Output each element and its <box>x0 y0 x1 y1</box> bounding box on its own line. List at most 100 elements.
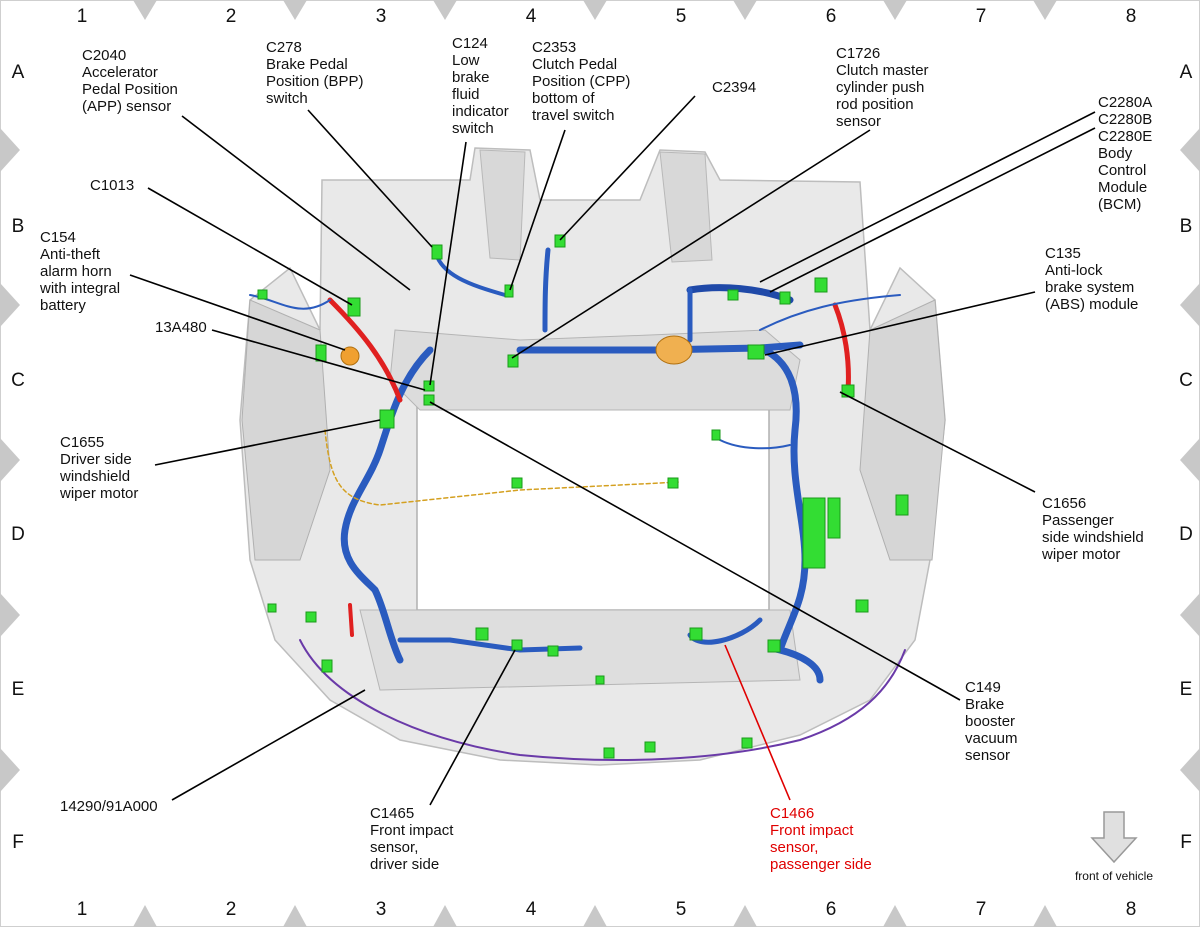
label-13a480: 13A480 <box>155 319 207 336</box>
connectors <box>257 234 909 759</box>
callout-line: C149 <box>965 679 1001 696</box>
callout-line: booster <box>965 713 1015 730</box>
callout-line: C2280E <box>1098 128 1152 145</box>
callout-line: C2280B <box>1098 111 1152 128</box>
callout-line: wiper motor <box>1041 546 1120 563</box>
callout-line: switch <box>266 90 308 107</box>
callout-line: C2394 <box>712 79 756 96</box>
callout-line: sensor, <box>770 839 818 856</box>
grid-row-label: C <box>11 370 25 391</box>
callout-line: sensor, <box>370 839 418 856</box>
callout-line: Front impact <box>370 822 454 839</box>
callout-line: Front impact <box>770 822 854 839</box>
callout-line: 13A480 <box>155 319 207 336</box>
callout-line: Passenger <box>1042 512 1114 529</box>
callout-line: Anti-theft <box>40 246 101 263</box>
grid-row-label: D <box>11 524 25 545</box>
front-of-vehicle-label: front of vehicle <box>1075 869 1153 883</box>
callout-line: Clutch master <box>836 62 929 79</box>
callout-line: Driver side <box>60 451 132 468</box>
callout-line: C2040 <box>82 47 126 64</box>
grid-row-label: B <box>1180 216 1193 237</box>
grid-column-label: 8 <box>1126 6 1137 27</box>
callout-line: side windshield <box>1042 529 1144 546</box>
callout-line: C124 <box>452 35 488 52</box>
callout-line: Brake Pedal <box>266 56 348 73</box>
callout-line: C1656 <box>1042 495 1086 512</box>
callout-line: passenger side <box>770 856 872 873</box>
label-c2394: C2394 <box>712 79 756 96</box>
grid-column-label: 3 <box>376 6 387 27</box>
callout-line: rod position <box>836 96 914 113</box>
vehicle-body-illustration <box>239 147 946 766</box>
callout-line: Module <box>1098 179 1147 196</box>
callout-line: Clutch Pedal <box>532 56 617 73</box>
grid-column-label: 5 <box>676 6 687 27</box>
callout-line: indicator <box>452 103 509 120</box>
callout-line: brake <box>452 69 490 86</box>
callout-line: brake system <box>1045 279 1134 296</box>
callout-line: driver side <box>370 856 439 873</box>
grid-row-label: F <box>1180 832 1192 853</box>
grid-row-label: D <box>1179 524 1193 545</box>
callout-line: C1465 <box>370 805 414 822</box>
callout-line: C1655 <box>60 434 104 451</box>
callout-line: bottom of <box>532 90 595 107</box>
callout-line: fluid <box>452 86 480 103</box>
callout-line: windshield <box>59 468 130 485</box>
orange-components <box>340 335 693 366</box>
callout-line: wiper motor <box>59 485 138 502</box>
callout-line: sensor <box>836 113 881 130</box>
grid-column-label: 2 <box>226 6 237 27</box>
callout-line: travel switch <box>532 107 615 124</box>
callout-line: C2280A <box>1098 94 1152 111</box>
label-c1013: C1013 <box>90 177 134 194</box>
grid-column-label: 4 <box>526 6 537 27</box>
callout-line: C1726 <box>836 45 880 62</box>
callout-line: C154 <box>40 229 76 246</box>
callout-line: Control <box>1098 162 1146 179</box>
grid-row-label: C <box>1179 370 1193 391</box>
grid-column-label: 4 <box>526 899 537 920</box>
grid-column-label: 7 <box>976 899 987 920</box>
callout-line: Low <box>452 52 480 69</box>
grid-row-label: A <box>1180 62 1193 83</box>
grid-column-label: 6 <box>826 6 837 27</box>
label-14290: 14290/91A000 <box>60 798 158 815</box>
callout-line: C2353 <box>532 39 576 56</box>
callout-line: C135 <box>1045 245 1081 262</box>
grid-row-label: A <box>12 62 25 83</box>
grid-row-label: E <box>1180 679 1193 700</box>
callout-line: sensor <box>965 747 1010 764</box>
grid-row-label: E <box>12 679 25 700</box>
grid-column-label: 8 <box>1126 899 1137 920</box>
grid-column-label: 5 <box>676 899 687 920</box>
callout-line: (ABS) module <box>1045 296 1138 313</box>
grid-column-label: 1 <box>77 899 88 920</box>
callout-line: switch <box>452 120 494 137</box>
grid-column-label: 3 <box>376 899 387 920</box>
callout-line: Position (BPP) <box>266 73 364 90</box>
down-arrow-icon <box>1090 811 1138 864</box>
grid-row-label: F <box>12 832 24 853</box>
callout-line: Pedal Position <box>82 81 178 98</box>
callout-line: Body <box>1098 145 1133 162</box>
callout-line: alarm horn <box>40 263 112 280</box>
callout-line: vacuum <box>965 730 1018 747</box>
